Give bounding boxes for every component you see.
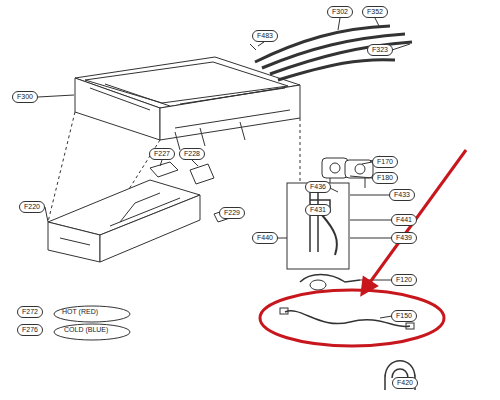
callout-number: F323 [367, 44, 393, 56]
callout-number: F439 [391, 232, 417, 244]
hose-label: HOT (RED) [62, 308, 98, 316]
callout-number: F150 [391, 310, 417, 322]
callout-number: F276 [17, 324, 43, 336]
callout-number: F229 [219, 207, 245, 219]
callout-number: F228 [179, 148, 205, 160]
callout-number: F431 [305, 204, 331, 216]
callout-number: F433 [389, 189, 415, 201]
callout-number: F441 [391, 214, 417, 226]
callout-number: F483 [252, 30, 278, 42]
hose-label: COLD (BLUE) [64, 326, 108, 334]
callout-number: F352 [362, 6, 388, 18]
callout-number: F120 [391, 274, 417, 286]
callout-number: F170 [372, 156, 398, 168]
callout-number: F227 [149, 148, 175, 160]
callout-number: F272 [17, 306, 43, 318]
callout-number: F436 [305, 181, 331, 193]
callout-number: F180 [372, 172, 398, 184]
callout-number: F220 [19, 201, 45, 213]
callout-number: F300 [12, 91, 38, 103]
callout-number: F440 [252, 232, 278, 244]
callout-number: F302 [327, 6, 353, 18]
callout-number: F420 [392, 377, 418, 389]
